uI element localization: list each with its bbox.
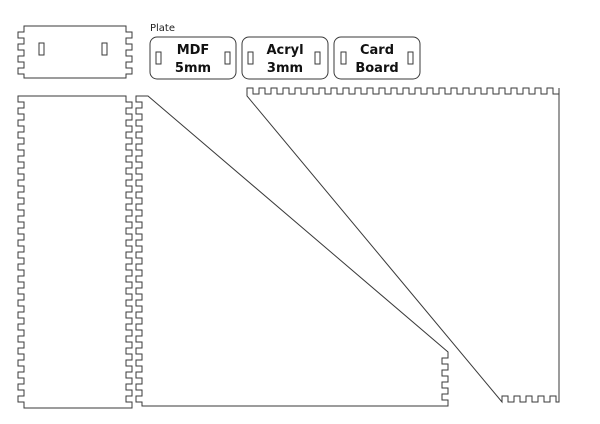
slot [247, 51, 254, 65]
plate-option-label-line1: Acryl [266, 43, 303, 58]
slot [340, 51, 347, 65]
slot [224, 51, 231, 65]
plate-option-label-line2: 5mm [175, 61, 211, 76]
plate-option-label-line1: Card [360, 43, 394, 58]
plate-option-frame [333, 36, 421, 80]
plate-option-label-line2: Board [355, 61, 398, 76]
small-end-piece-outline [17, 25, 133, 79]
slanted-back-panel [246, 87, 560, 404]
small-end-piece [17, 25, 133, 79]
plate-option-frame [241, 36, 329, 80]
slot [407, 51, 414, 65]
plate-option-mdf[interactable]: MDF 5mm [149, 36, 237, 80]
plate-heading: Plate [150, 23, 175, 34]
tall-side-panel [17, 95, 133, 409]
plate-option-frame [149, 36, 237, 80]
plate-option-label-line2: 3mm [267, 61, 303, 76]
plate-option-label-line1: MDF [177, 43, 210, 58]
slot [101, 42, 108, 56]
slot [38, 42, 45, 56]
plate-option-cardboard[interactable]: Card Board [333, 36, 421, 80]
slot [155, 51, 162, 65]
slot [314, 51, 321, 65]
plate-option-acryl[interactable]: Acryl 3mm [241, 36, 329, 80]
triangular-side-panel [135, 95, 449, 407]
